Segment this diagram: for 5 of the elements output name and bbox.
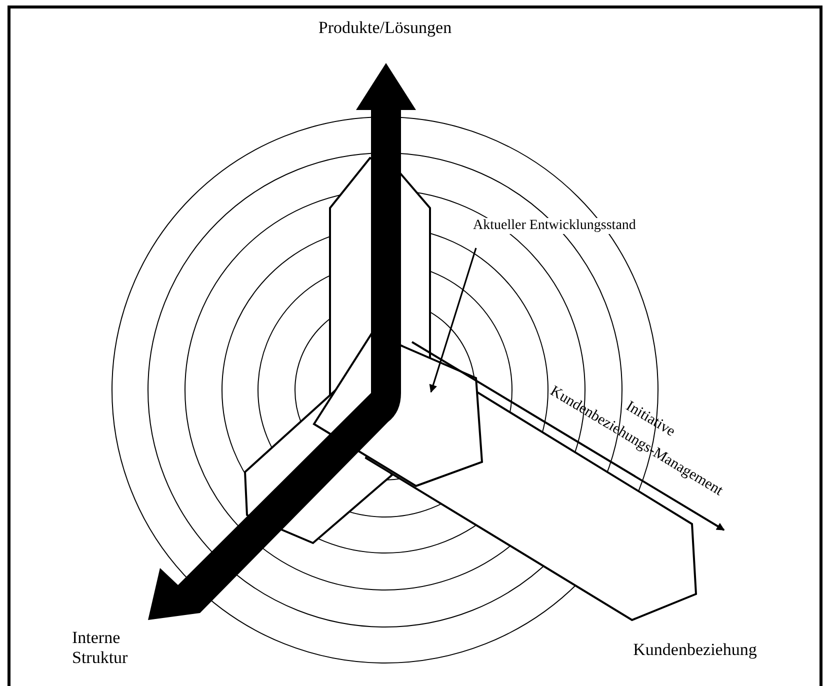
callout-text: Aktueller Entwicklungsstand xyxy=(473,218,636,234)
axis-label: Produkte/Lösungen xyxy=(317,18,453,38)
axis-label: Kundenbeziehung xyxy=(632,640,758,660)
axis-label: Interne Struktur xyxy=(72,628,129,668)
leader-line xyxy=(429,248,477,393)
